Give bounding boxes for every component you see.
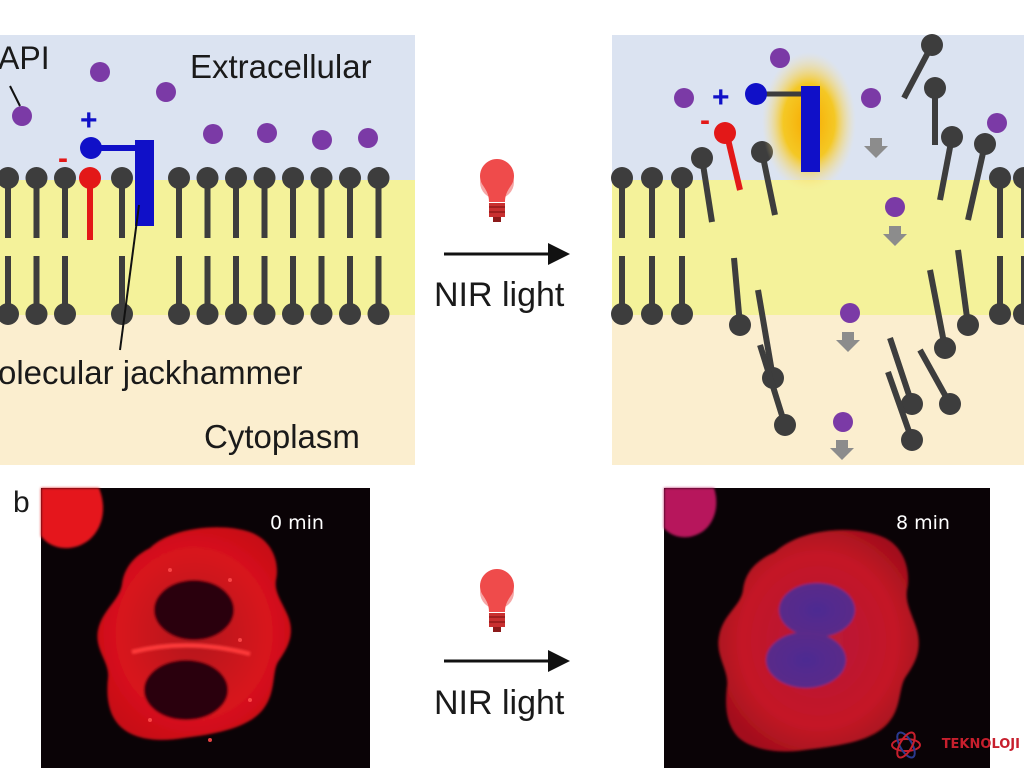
dapi-molecules bbox=[12, 62, 378, 150]
light-bulb-icon bbox=[480, 159, 514, 222]
lipid-bilayer bbox=[0, 167, 390, 325]
arrow-down-icon bbox=[830, 138, 907, 460]
watermark-text: TEKNOLOJI bbox=[941, 737, 1020, 752]
label-cytoplasm: Cytoplasm bbox=[204, 418, 360, 455]
lipid-bilayer-right bbox=[611, 167, 1024, 325]
panel-b-letter: b bbox=[13, 486, 30, 519]
plus-charge-right: + bbox=[712, 81, 730, 114]
nir-light-label-bottom: NIR light bbox=[434, 684, 565, 722]
label-molecular-jackhammer: olecular jackhammer bbox=[0, 354, 303, 391]
disrupted-lipids bbox=[691, 34, 996, 451]
dapi-pointer bbox=[9, 85, 21, 107]
micrograph-0-min bbox=[41, 488, 370, 768]
rotor-blade bbox=[801, 86, 820, 172]
molecular-jackhammer bbox=[79, 137, 154, 240]
arrow-right-icon bbox=[444, 243, 570, 265]
dapi-molecules-right bbox=[674, 48, 1007, 432]
label-dapi: API bbox=[0, 40, 50, 76]
plus-charge-left: + bbox=[80, 104, 98, 137]
time-label-0-min: 0 min bbox=[270, 512, 324, 534]
light-bulb-icon-bottom bbox=[480, 569, 514, 632]
arrow-right-icon-bottom bbox=[444, 650, 570, 672]
watermark: TEKNOLOJI bbox=[942, 737, 1020, 752]
minus-charge-right: - bbox=[700, 104, 710, 137]
cytoplasm-region bbox=[0, 315, 415, 465]
jackhammer-pointer bbox=[119, 204, 140, 351]
panel-a-left: + - bbox=[0, 35, 415, 465]
cytoplasm-region-right bbox=[612, 315, 1024, 465]
atom-logo-icon bbox=[891, 731, 921, 759]
micrograph-8-min bbox=[664, 488, 990, 768]
nir-light-label-top: NIR light bbox=[434, 276, 565, 314]
time-label-8-min: 8 min bbox=[896, 512, 950, 534]
minus-charge-left: - bbox=[58, 142, 68, 175]
label-extracellular: Extracellular bbox=[190, 48, 372, 85]
extracellular-region bbox=[0, 35, 415, 180]
panel-a-right: + - bbox=[611, 34, 1024, 465]
